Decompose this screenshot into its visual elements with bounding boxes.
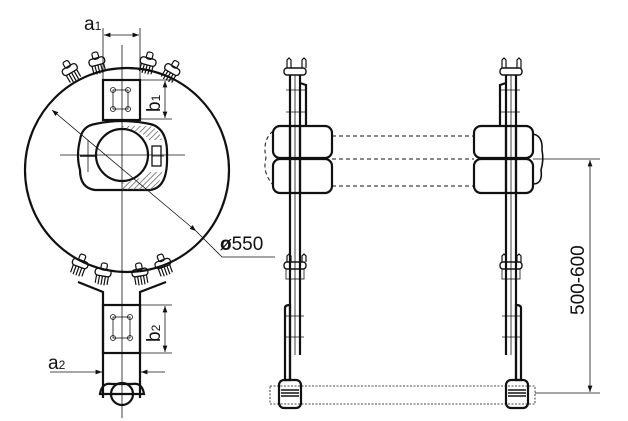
dashed-spacer-lines [264, 130, 536, 405]
a1-subscript: 1 [95, 19, 102, 33]
a2-subscript: 2 [59, 358, 66, 372]
dimension-diameter: ø550 [51, 109, 275, 258]
a2-label: a [48, 353, 59, 374]
b1-subscript: 1 [149, 94, 163, 101]
right-conductor-clamp [504, 378, 530, 410]
dimension-b2: b2 [140, 304, 172, 354]
left-post [271, 57, 334, 410]
dimension-a2: a2 [48, 353, 165, 375]
svg-text:b2: b2 [144, 324, 165, 342]
dimension-height: 500-600 [533, 158, 600, 394]
conductor-outline [269, 385, 536, 405]
a1-label: a [84, 14, 95, 35]
bottom-insulators [67, 251, 176, 287]
right-post [472, 57, 544, 410]
b2-subscript: 2 [149, 324, 163, 331]
left-conductor-clamp [277, 378, 303, 410]
b2-label: b [144, 331, 165, 342]
dimension-a1: a1 [84, 14, 141, 80]
svg-text:ø550: ø550 [220, 234, 263, 255]
svg-text:a2: a2 [48, 353, 66, 374]
ring-outline [23, 66, 231, 274]
diameter-value: 550 [232, 234, 264, 255]
dimension-b1: b1 [140, 79, 172, 120]
bottom-bracket [77, 280, 167, 407]
height-dimension-label: 500-600 [568, 245, 589, 315]
b1-label: b [144, 101, 165, 112]
svg-text:a1: a1 [84, 14, 102, 35]
diameter-symbol: ø [220, 234, 232, 255]
central-clamp [76, 119, 169, 192]
front-view: a1 b1 b2 a2 ø550 [23, 14, 275, 418]
side-view: 500-600 [264, 57, 600, 410]
conductor-ring [109, 381, 135, 407]
svg-text:b1: b1 [144, 94, 165, 112]
top-bracket [101, 78, 142, 122]
